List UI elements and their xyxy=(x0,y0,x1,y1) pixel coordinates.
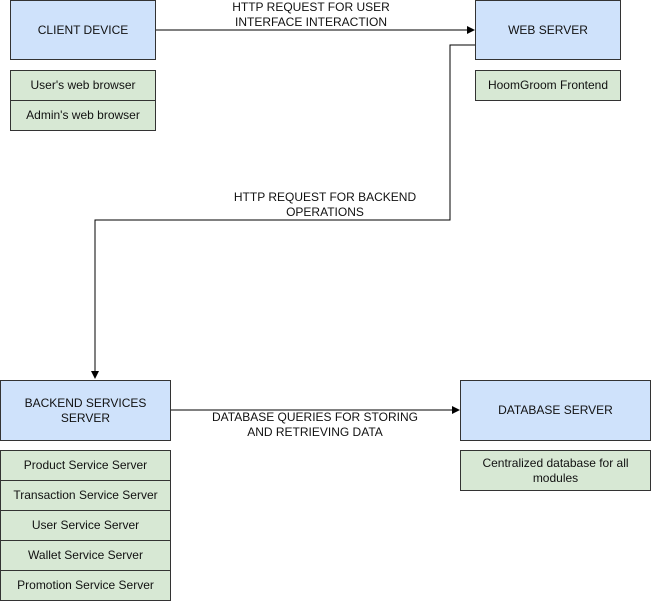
client-item-label: Admin's web browser xyxy=(26,108,140,122)
web-item-label: HoomGroom Frontend xyxy=(487,78,609,92)
backend-item-promotion: Promotion Service Server xyxy=(0,570,171,601)
client-device-node: CLIENT DEVICE xyxy=(10,0,156,60)
database-server-node: DATABASE SERVER xyxy=(460,380,651,441)
edge-label-backend-to-db: DATABASE QUERIES FOR STORING AND RETRIEV… xyxy=(211,410,419,439)
backend-item-transaction: Transaction Service Server xyxy=(0,480,171,511)
backend-item-product: Product Service Server xyxy=(0,450,171,481)
client-device-label: CLIENT DEVICE xyxy=(37,22,129,37)
client-item-user-browser: User's web browser xyxy=(10,70,156,101)
edge-label-client-to-web: HTTP REQUEST FOR USER INTERFACE INTERACT… xyxy=(232,0,390,29)
web-server-node: WEB SERVER xyxy=(475,0,621,60)
backend-item-label: Wallet Service Server xyxy=(28,548,143,562)
backend-item-label: Product Service Server xyxy=(23,458,148,472)
backend-item-label: Transaction Service Server xyxy=(13,488,158,502)
database-item-label: Centralized database for all modules xyxy=(482,455,629,485)
backend-item-wallet: Wallet Service Server xyxy=(0,540,171,571)
client-item-admin-browser: Admin's web browser xyxy=(10,100,156,131)
web-item-frontend: HoomGroom Frontend xyxy=(475,70,621,101)
backend-services-label: BACKEND SERVICES SERVER xyxy=(24,395,147,425)
backend-services-node: BACKEND SERVICES SERVER xyxy=(0,380,171,441)
backend-item-label: User Service Server xyxy=(31,518,140,532)
web-server-label: WEB SERVER xyxy=(508,22,588,37)
database-server-label: DATABASE SERVER xyxy=(498,403,613,417)
client-item-label: User's web browser xyxy=(30,78,136,92)
backend-item-label: Promotion Service Server xyxy=(17,578,154,592)
database-item-centralized: Centralized database for all modules xyxy=(460,450,651,491)
edge-label-web-to-backend: HTTP REQUEST FOR BACKEND OPERATIONS xyxy=(233,190,417,219)
edge-web-to-backend xyxy=(91,44,475,379)
backend-item-user: User Service Server xyxy=(0,510,171,541)
